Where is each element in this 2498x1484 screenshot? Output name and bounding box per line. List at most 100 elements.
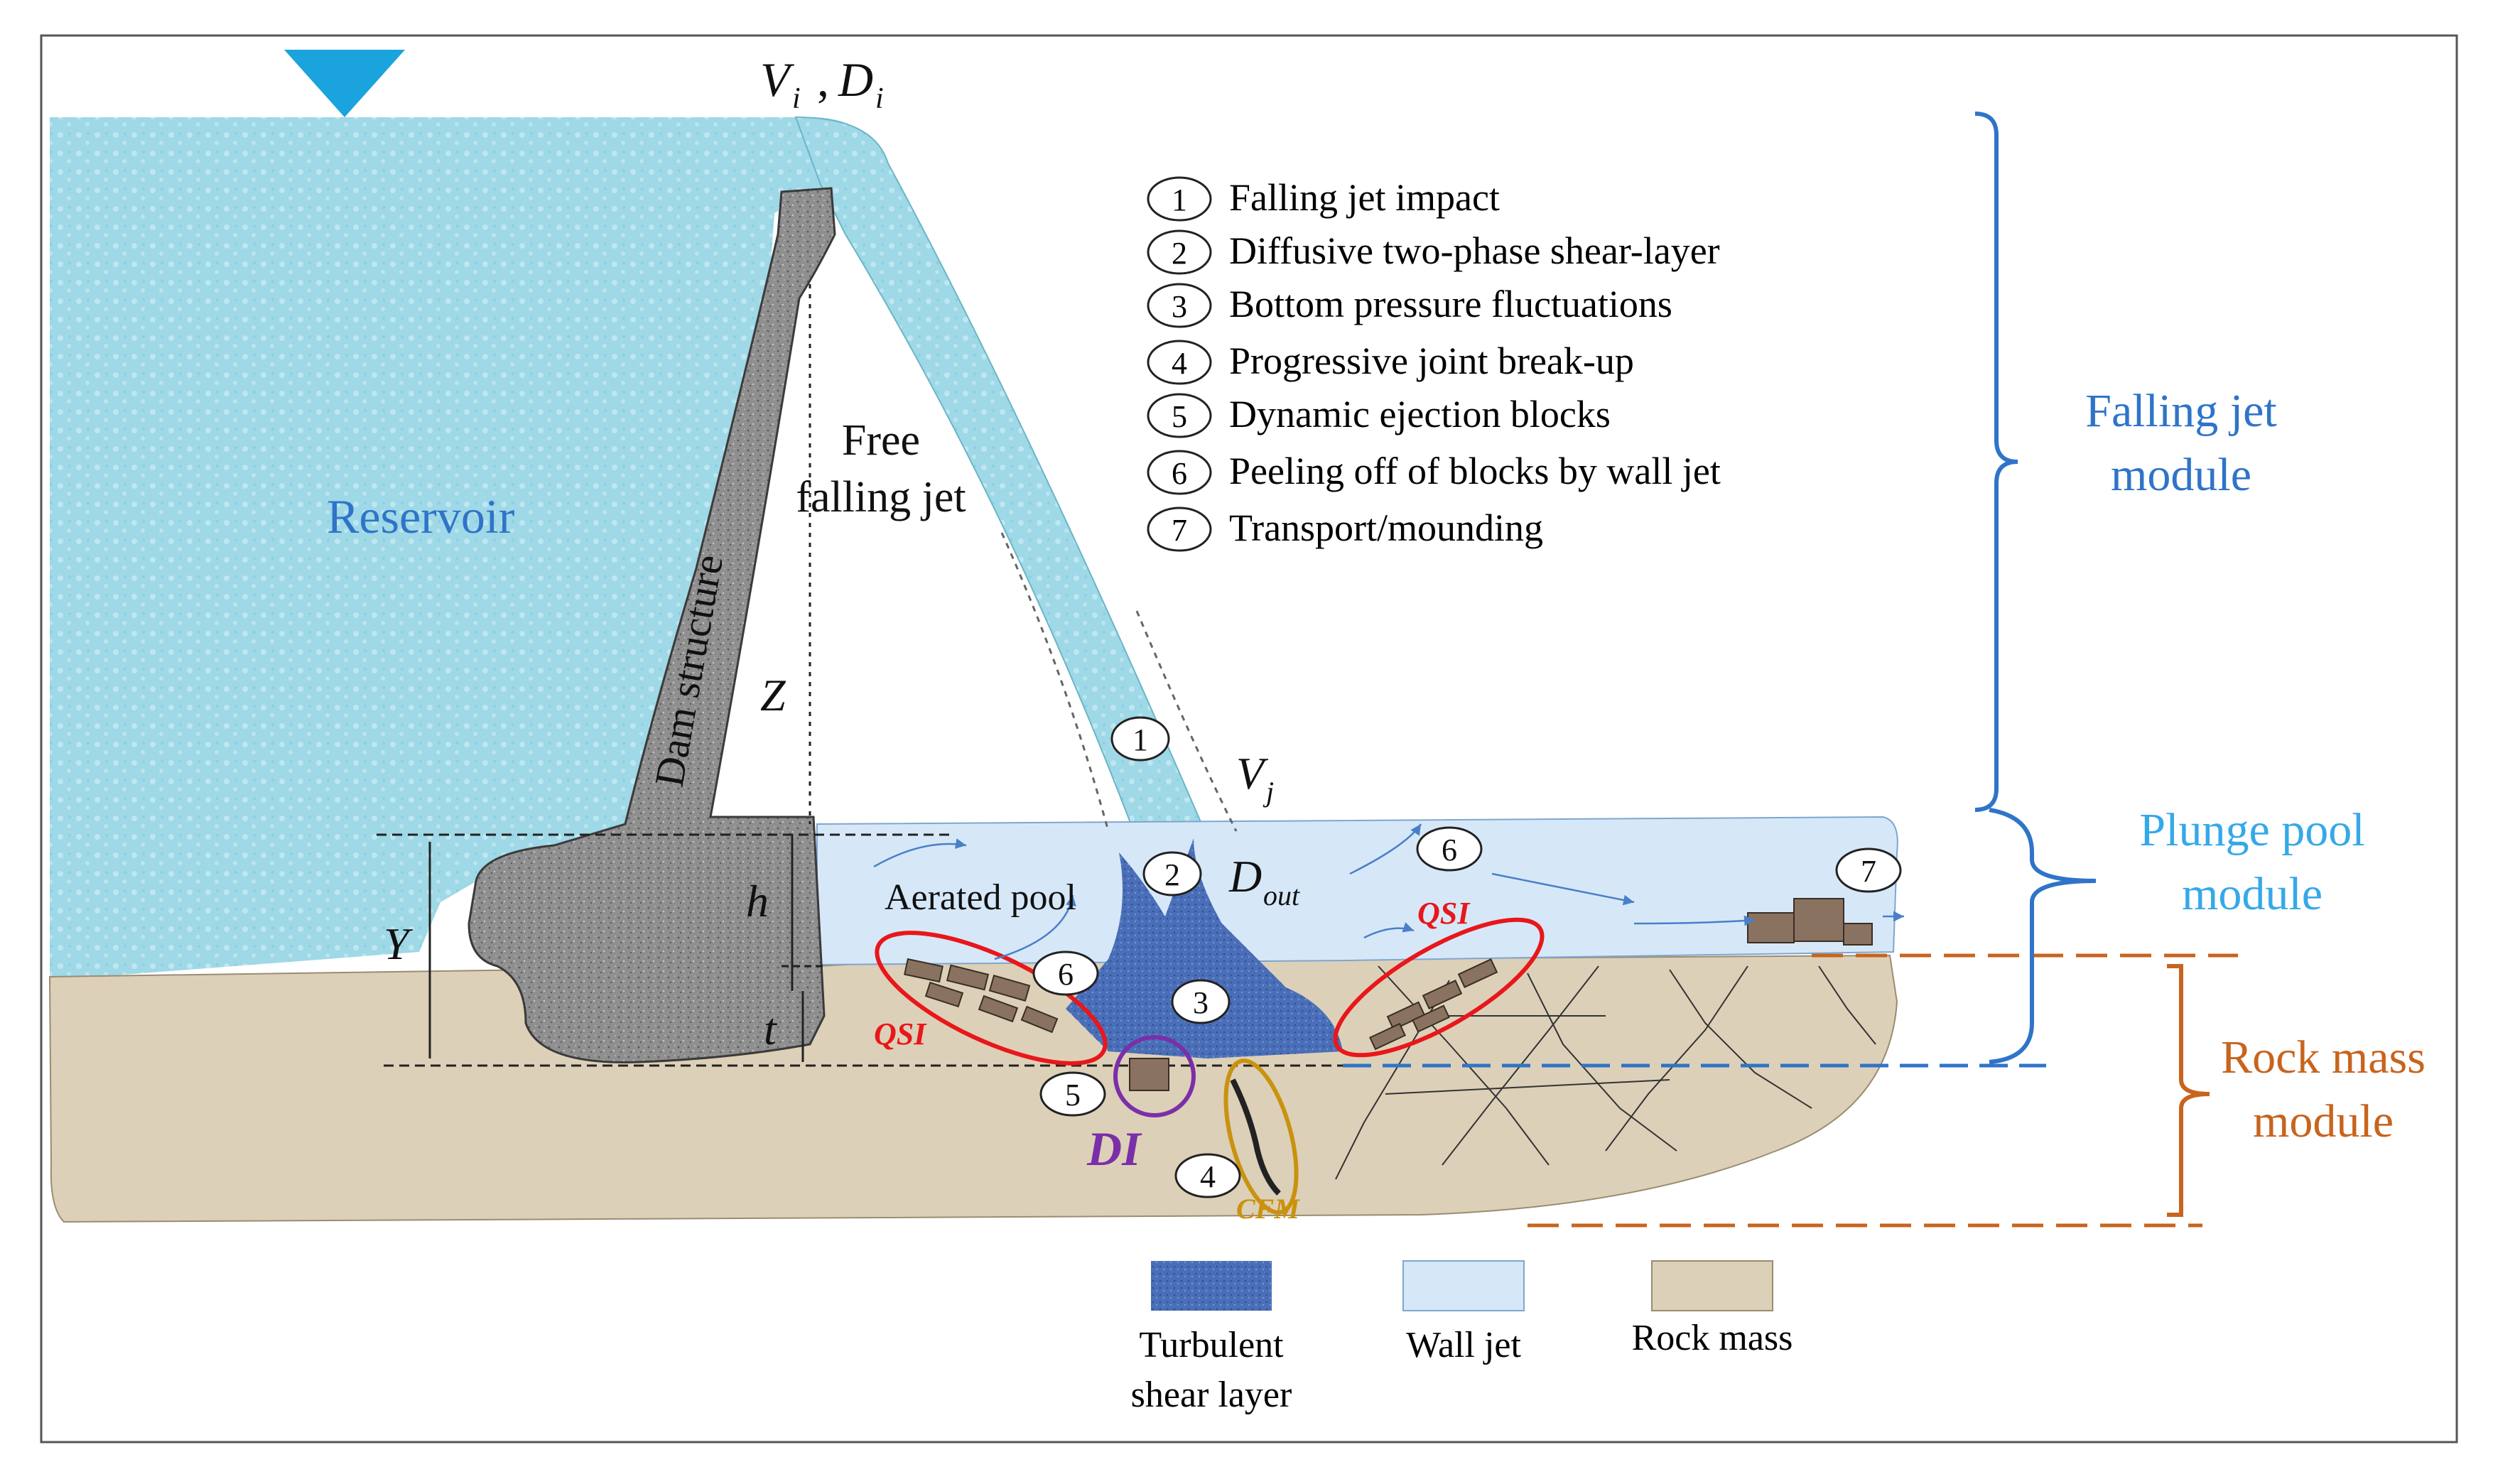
process-markers: [1032, 716, 1902, 1198]
label-comma: ,: [817, 53, 829, 107]
falling-jet: [794, 116, 1209, 919]
label-Di-sub: i: [875, 82, 884, 115]
plunge-pool-water: [816, 816, 1898, 966]
module-labels: Falling jet module Plunge pool module Ro…: [2085, 385, 2426, 1147]
cfm-crack: [1230, 1078, 1281, 1196]
rock-mass: [48, 954, 1898, 1223]
legend-swatch-turbulent: [1151, 1261, 1272, 1311]
process-item: 3 Bottom pressure fluctuations: [1147, 283, 1672, 328]
marker-3-number: 3: [1193, 985, 1209, 1020]
marker-7-number: 7: [1861, 854, 1876, 889]
di-block: [1129, 1058, 1169, 1091]
mound-blocks: [1747, 898, 1873, 946]
marker-6b-number: 6: [1442, 833, 1457, 867]
legend-rock-mass: Rock mass: [1632, 1318, 1793, 1358]
legend-swatch-wall-jet: [1402, 1260, 1525, 1311]
aerated-pool-label: Aerated pool: [885, 877, 1076, 918]
label-Z: Z: [760, 670, 786, 720]
marker-4: [1174, 1153, 1241, 1198]
process-text: Progressive joint break-up: [1229, 340, 1634, 382]
jet-boundary-dashes: [1000, 532, 1238, 832]
marker-5: [1039, 1071, 1106, 1117]
rock-module-line1: Rock mass: [2221, 1031, 2426, 1083]
label-h: h: [746, 876, 769, 926]
process-item: 1 Falling jet impact: [1147, 176, 1500, 222]
marker-7: [1835, 847, 1902, 893]
qsi-right-label: QSI: [1417, 896, 1471, 931]
dimension-lines: [377, 284, 1343, 1067]
process-item: 2 Diffusive two-phase shear-layer: [1147, 229, 1720, 275]
falling-module-line1: Falling jet: [2085, 385, 2276, 437]
qsi-left-ellipse: [875, 931, 1108, 1066]
di-circle: [1113, 1035, 1196, 1117]
process-num: 7: [1172, 513, 1187, 548]
falling-module-line2: module: [2111, 449, 2251, 501]
marker-6a-number: 6: [1058, 957, 1074, 992]
label-Y: Y: [384, 919, 413, 969]
process-item: 4 Progressive joint break-up: [1147, 340, 1634, 385]
marker-5-number: 5: [1065, 1078, 1081, 1112]
label-Vi: V: [760, 53, 795, 107]
process-item: 6 Peeling off of blocks by wall jet: [1147, 450, 1721, 495]
process-num: 2: [1172, 236, 1187, 271]
process-marker-numbers: 1 2 3 4 5 6 6 7: [1058, 722, 1876, 1194]
free-jet-label-line2: falling jet: [796, 473, 966, 521]
di-label: DI: [1086, 1122, 1142, 1176]
process-item: 7 Transport/mounding: [1147, 507, 1543, 552]
process-item: 5 Dynamic ejection blocks: [1147, 393, 1611, 438]
process-num: 5: [1172, 399, 1187, 434]
process-num: 4: [1172, 346, 1187, 381]
legend-wall-jet: Wall jet: [1406, 1325, 1521, 1365]
water-level-icon: [284, 50, 405, 117]
falling-jet-brace: [1974, 112, 2018, 812]
process-text: Dynamic ejection blocks: [1229, 393, 1611, 435]
symbol-labels: Z Y h t V i , D i V j D out: [384, 53, 1300, 1054]
cfm-label: CFM: [1236, 1193, 1300, 1225]
plunge-module-line1: Plunge pool: [2139, 804, 2364, 856]
legend-turbulent-line1: Turbulent: [1139, 1325, 1284, 1365]
label-Vj: V: [1236, 748, 1269, 798]
rock-mass-brace: [2167, 964, 2210, 1217]
marker-1-number: 1: [1132, 722, 1148, 757]
qsi-right-blocks: [1369, 958, 1498, 1051]
label-t: t: [764, 1004, 778, 1054]
cfm-ellipse: [1223, 1058, 1299, 1215]
label-Di: D: [838, 53, 873, 107]
label-Dout-sub: out: [1263, 879, 1300, 911]
legend-swatch-rock: [1651, 1260, 1773, 1311]
marker-4-number: 4: [1200, 1159, 1216, 1194]
qsi-right-ellipse: [1333, 917, 1545, 1058]
marker-3: [1171, 979, 1231, 1024]
label-Vi-sub: i: [792, 82, 801, 115]
reservoir-label: Reservoir: [327, 489, 515, 543]
marker-2-number: 2: [1164, 857, 1180, 892]
process-list: 1 Falling jet impact 2 Diffusive two-pha…: [1147, 176, 1721, 552]
marker-1: [1110, 716, 1170, 762]
qsi-left-label: QSI: [874, 1017, 927, 1051]
marker-6a: [1032, 950, 1099, 996]
plunge-pool-brace: [1989, 808, 2097, 1064]
legend: Turbulent shear layer Wall jet Rock mass: [1131, 1260, 1793, 1415]
label-Vj-sub: j: [1262, 776, 1274, 808]
process-text: Falling jet impact: [1229, 176, 1500, 219]
label-Dout: D: [1228, 851, 1262, 901]
process-num: 6: [1172, 456, 1187, 491]
mechanism-labels: QSI QSI DI CFM: [874, 896, 1471, 1225]
marker-6b: [1416, 826, 1483, 872]
process-num: 3: [1172, 289, 1187, 324]
legend-turbulent-line2: shear layer: [1131, 1375, 1292, 1415]
marker-2: [1142, 851, 1202, 897]
process-text: Bottom pressure fluctuations: [1229, 283, 1672, 325]
rock-module-line2: module: [2253, 1095, 2394, 1147]
pool-flow-arrows: [873, 823, 1904, 960]
dam-structure: [467, 187, 836, 1063]
process-num: 1: [1172, 183, 1187, 217]
process-text: Peeling off of blocks by wall jet: [1229, 450, 1721, 492]
process-text: Transport/mounding: [1229, 507, 1543, 549]
qsi-left-blocks: [904, 958, 1059, 1034]
process-text: Diffusive two-phase shear-layer: [1229, 229, 1720, 272]
plunge-module-line2: module: [2182, 868, 2323, 920]
free-jet-label-line1: Free: [842, 416, 920, 465]
